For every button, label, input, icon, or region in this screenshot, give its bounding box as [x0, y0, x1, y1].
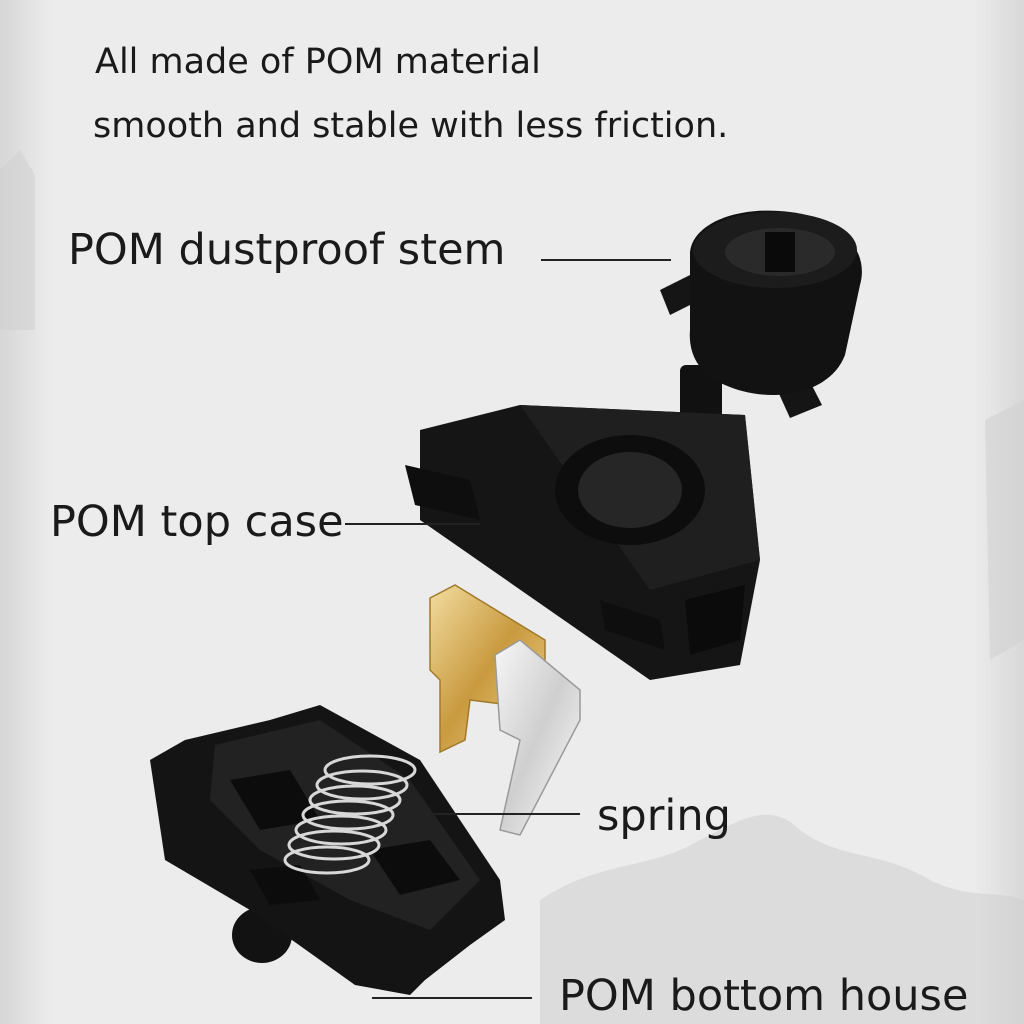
leader-line-stem	[541, 259, 671, 261]
label-top-case: POM top case	[50, 497, 344, 547]
label-spring: spring	[597, 791, 731, 841]
spring-part	[283, 754, 417, 875]
leader-line-top-case	[345, 523, 480, 525]
bottom-house-part	[150, 705, 505, 995]
metal-contacts-part	[429, 584, 581, 836]
intro-line-2: smooth and stable with less friction.	[93, 106, 729, 146]
mountain-backdrop	[0, 150, 1024, 1024]
intro-line-1: All made of POM material	[95, 42, 541, 82]
label-dustproof-stem: POM dustproof stem	[68, 225, 506, 275]
leader-line-spring	[420, 813, 580, 815]
leader-line-bottom-house	[372, 997, 532, 999]
label-bottom-house: POM bottom house	[559, 971, 969, 1021]
top-case-part	[405, 405, 760, 680]
dustproof-stem-part	[660, 210, 862, 425]
